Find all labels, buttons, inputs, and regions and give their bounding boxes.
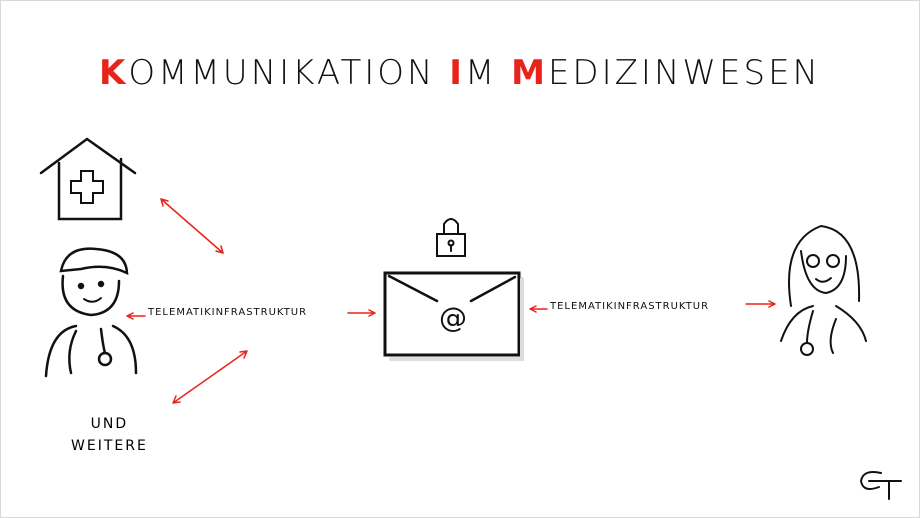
envelope-icon: @: [383, 271, 524, 361]
signature-mark: [859, 471, 902, 500]
arrow-to-female-doctor: [745, 300, 776, 308]
arrow-envelope-right: [529, 305, 548, 313]
doctor-icon: [44, 247, 138, 378]
others-label: UND WEITERE: [71, 413, 148, 457]
title-letter: M: [511, 53, 548, 93]
connection-arrows: [126, 198, 776, 404]
link-label-left: TELEMATIKINFRASTRUKTUR: [148, 307, 308, 318]
female-doctor-icon: [780, 224, 867, 356]
page-title: KOMMUNIKATION IM MEDIZINWESEN: [1, 53, 919, 93]
title-letter: K: [99, 53, 129, 93]
arrow-to-envelope-left: [347, 309, 376, 317]
title-part: EDIZINWESEN: [547, 53, 821, 93]
arrow-hospital: [160, 198, 224, 254]
arrow-doctor: [126, 312, 146, 320]
arrow-others: [172, 350, 248, 404]
others-line: WEITERE: [71, 438, 148, 454]
title-part: OMMUNIKATION: [128, 53, 450, 93]
others-line: UND: [90, 416, 129, 432]
svg-text:@: @: [439, 301, 467, 334]
title-part: M: [464, 53, 512, 93]
title-letter: I: [449, 53, 465, 93]
link-label-right: TELEMATIKINFRASTRUKTUR: [550, 301, 710, 312]
hospital-icon: [39, 137, 137, 221]
lock-icon: [436, 218, 466, 257]
